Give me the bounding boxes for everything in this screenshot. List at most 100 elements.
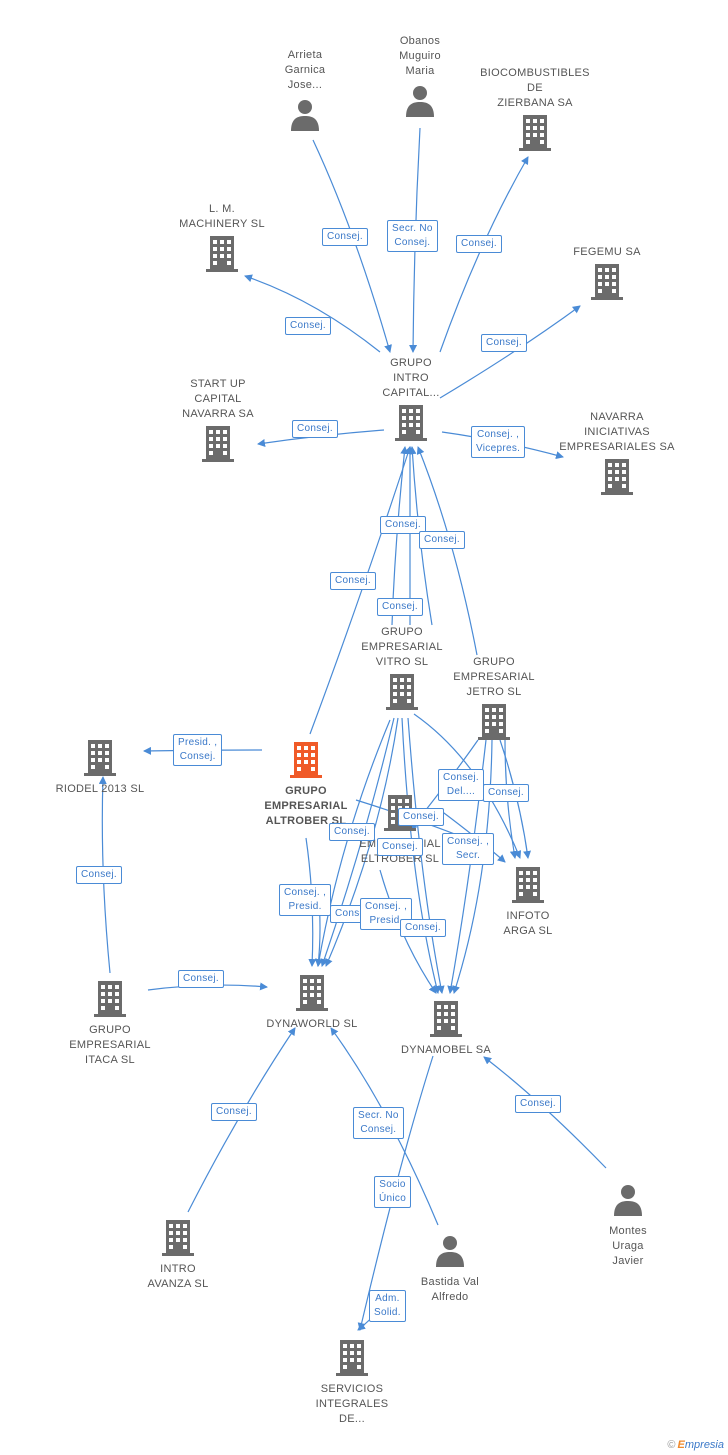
- node-intro-avanza[interactable]: INTRO AVANZA SL: [118, 1220, 238, 1292]
- node-dynaworld[interactable]: DYNAWORLD SL: [252, 975, 372, 1032]
- relation-label[interactable]: Consej. Del....: [438, 769, 485, 801]
- relation-label[interactable]: Consej.: [292, 420, 339, 438]
- relation-label[interactable]: Secr. No Consej.: [387, 220, 438, 252]
- node-infoto[interactable]: INFOTO ARGA SL: [468, 867, 588, 939]
- node-label: Obanos Muguiro Maria: [399, 35, 441, 77]
- node-arrieta[interactable]: Arrieta Garnica Jose...: [245, 48, 365, 133]
- node-label: SERVICIOS INTEGRALES DE...: [315, 1383, 389, 1425]
- relation-label[interactable]: Consej.: [483, 784, 530, 802]
- node-label: Bastida Val Alfredo: [420, 1276, 480, 1303]
- brand-initial: E: [677, 1439, 685, 1451]
- node-biocombustibles[interactable]: BIOCOMBUSTIBLES DE ZIERBANA SA: [475, 66, 595, 151]
- building-icon: [335, 1340, 369, 1376]
- building-icon: [385, 674, 419, 710]
- edge-line: [309, 446, 412, 735]
- relation-label[interactable]: Consej. , Secr.: [442, 833, 495, 865]
- relation-label[interactable]: Adm. Solid.: [369, 1290, 406, 1322]
- relation-label[interactable]: Consej. , Vicepres.: [471, 426, 526, 458]
- node-label: DYNAMOBEL SA: [401, 1044, 491, 1056]
- node-navarra-ini[interactable]: NAVARRA INICIATIVAS EMPRESARIALES SA: [557, 410, 677, 495]
- building-icon: [590, 264, 624, 300]
- edge-line: [320, 717, 395, 967]
- building-icon: [394, 405, 428, 441]
- relation-label[interactable]: Socio Único: [374, 1176, 412, 1208]
- relation-label[interactable]: Consej.: [515, 1095, 562, 1113]
- edge-line: [401, 717, 441, 994]
- node-label: INFOTO ARGA SL: [503, 910, 553, 937]
- relation-label[interactable]: Consej.: [178, 970, 225, 988]
- edge-line: [315, 719, 391, 967]
- node-label: GRUPO EMPRESARIAL VITRO SL: [361, 626, 443, 668]
- node-label: FEGEMU SA: [573, 246, 641, 258]
- building-icon: [518, 115, 552, 151]
- relation-label[interactable]: Consej.: [380, 516, 427, 534]
- relation-label[interactable]: Consej.: [398, 808, 445, 826]
- node-servicios[interactable]: SERVICIOS INTEGRALES DE...: [292, 1340, 412, 1427]
- node-obanos[interactable]: Obanos Muguiro Maria: [360, 34, 480, 119]
- person-icon: [288, 97, 322, 133]
- node-label: GRUPO EMPRESARIAL ITACA SL: [69, 1024, 151, 1066]
- edge-line: [407, 717, 445, 994]
- node-label: GRUPO INTRO CAPITAL...: [382, 357, 440, 399]
- relation-label[interactable]: Consej.: [329, 823, 376, 841]
- node-riodel[interactable]: RIODEL 2013 SL: [40, 740, 160, 797]
- node-label: L. M. MACHINERY SL: [179, 203, 265, 230]
- node-montes[interactable]: Montes Uraga Javier: [568, 1182, 688, 1269]
- person-icon: [433, 1233, 467, 1269]
- relation-label[interactable]: Consej. , Presid.: [360, 898, 413, 930]
- node-vitro[interactable]: GRUPO EMPRESARIAL VITRO SL: [342, 625, 462, 710]
- building-icon: [477, 704, 511, 740]
- node-altrober[interactable]: GRUPO EMPRESARIAL ALTROBER SL: [246, 742, 366, 829]
- building-icon: [83, 740, 117, 776]
- edge-line: [452, 739, 493, 994]
- building-icon: [600, 459, 634, 495]
- node-lm[interactable]: L. M. MACHINERY SL: [162, 202, 282, 272]
- relation-label[interactable]: Consej.: [285, 317, 332, 335]
- relation-label[interactable]: Consej.: [377, 838, 424, 856]
- node-label: BIOCOMBUSTIBLES DE ZIERBANA SA: [480, 67, 590, 109]
- relation-label[interactable]: Consej.: [481, 334, 528, 352]
- building-icon: [201, 426, 235, 462]
- person-icon: [611, 1182, 645, 1218]
- brand-name: mpresia: [684, 1439, 724, 1451]
- building-icon: [429, 1001, 463, 1037]
- node-itaca[interactable]: GRUPO EMPRESARIAL ITACA SL: [50, 981, 170, 1068]
- node-intro-capital[interactable]: GRUPO INTRO CAPITAL...: [351, 356, 471, 441]
- brand-watermark: ©Empresia: [667, 1439, 724, 1451]
- copyright-symbol: ©: [667, 1439, 676, 1451]
- relation-label[interactable]: Consej.: [330, 572, 377, 590]
- node-label: DYNAWORLD SL: [266, 1018, 358, 1030]
- node-fegemu[interactable]: FEGEMU SA: [547, 245, 667, 300]
- relation-label[interactable]: Consej.: [322, 228, 369, 246]
- node-jetro[interactable]: GRUPO EMPRESARIAL JETRO SL: [434, 655, 554, 740]
- node-startup[interactable]: START UP CAPITAL NAVARRA SA: [158, 377, 278, 462]
- building-icon: [205, 236, 239, 272]
- edge-line: [439, 156, 529, 353]
- node-label: Arrieta Garnica Jose...: [284, 49, 326, 91]
- relation-label[interactable]: Consej.: [400, 919, 447, 937]
- node-label: NAVARRA INICIATIVAS EMPRESARIALES SA: [559, 411, 675, 453]
- relation-label[interactable]: Presid. , Consej.: [173, 734, 223, 766]
- edge-line: [325, 717, 399, 967]
- relation-label[interactable]: Secr. No Consej.: [353, 1107, 404, 1139]
- relation-label[interactable]: Consej.: [76, 866, 123, 884]
- node-bastida[interactable]: Bastida Val Alfredo: [390, 1233, 510, 1305]
- node-label: INTRO AVANZA SL: [147, 1263, 209, 1290]
- person-icon: [403, 83, 437, 119]
- building-icon: [289, 742, 323, 778]
- relation-label[interactable]: Consej.: [211, 1103, 258, 1121]
- relation-label[interactable]: Consej. , Presid.: [279, 884, 332, 916]
- node-dynamobel[interactable]: DYNAMOBEL SA: [386, 1001, 506, 1058]
- relation-label[interactable]: Consej.: [419, 531, 466, 549]
- node-label: START UP CAPITAL NAVARRA SA: [182, 378, 254, 420]
- relation-label[interactable]: Consej.: [456, 235, 503, 253]
- building-icon: [93, 981, 127, 1017]
- edge-line: [416, 446, 478, 656]
- relation-label[interactable]: Consej.: [377, 598, 424, 616]
- node-label: GRUPO EMPRESARIAL ALTROBER SL: [264, 785, 348, 827]
- building-icon: [295, 975, 329, 1011]
- edge-line: [244, 274, 381, 353]
- node-label: RIODEL 2013 SL: [55, 783, 145, 795]
- building-icon: [161, 1220, 195, 1256]
